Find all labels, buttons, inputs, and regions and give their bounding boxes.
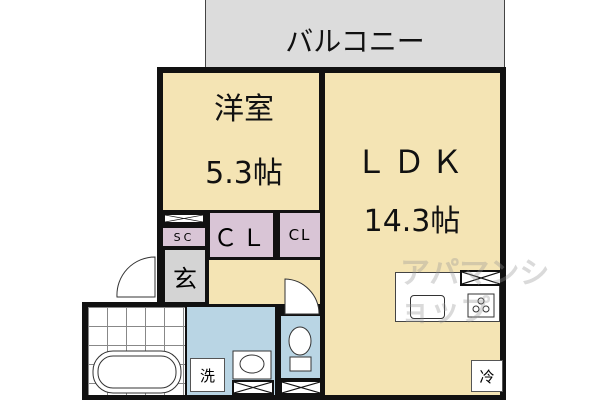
washer-space: 洗 bbox=[190, 358, 225, 392]
watermark: アパマンショップ bbox=[400, 256, 550, 329]
toilet-door-icon bbox=[284, 278, 320, 315]
entrance-door-icon bbox=[116, 256, 156, 298]
ldk-room bbox=[325, 73, 500, 395]
stove-icon bbox=[467, 293, 495, 318]
western-room-name: 洋室 bbox=[214, 92, 274, 127]
shoe-closet: SC bbox=[163, 228, 205, 246]
ldk-name: ＬＤＫ bbox=[354, 143, 470, 181]
range-hood bbox=[460, 270, 502, 286]
storage-box bbox=[163, 213, 205, 224]
bathtub-icon bbox=[92, 350, 182, 394]
balcony bbox=[205, 0, 505, 70]
kitchen-sink-icon bbox=[410, 295, 445, 319]
storage-box bbox=[232, 380, 274, 395]
entrance: 玄 bbox=[165, 250, 205, 302]
western-room-size: 5.3帖 bbox=[205, 156, 283, 191]
sink-icon bbox=[232, 350, 272, 380]
closet-large[interactable]: ＣＬ bbox=[210, 213, 273, 257]
storage-box bbox=[280, 380, 322, 395]
western-room bbox=[163, 73, 319, 210]
toilet-icon bbox=[288, 326, 312, 372]
balcony-label: バルコニー bbox=[285, 25, 425, 58]
closet-small[interactable]: CL bbox=[280, 213, 320, 257]
fridge-space: 冷 bbox=[471, 360, 503, 392]
ldk-size: 14.3帖 bbox=[363, 204, 461, 239]
